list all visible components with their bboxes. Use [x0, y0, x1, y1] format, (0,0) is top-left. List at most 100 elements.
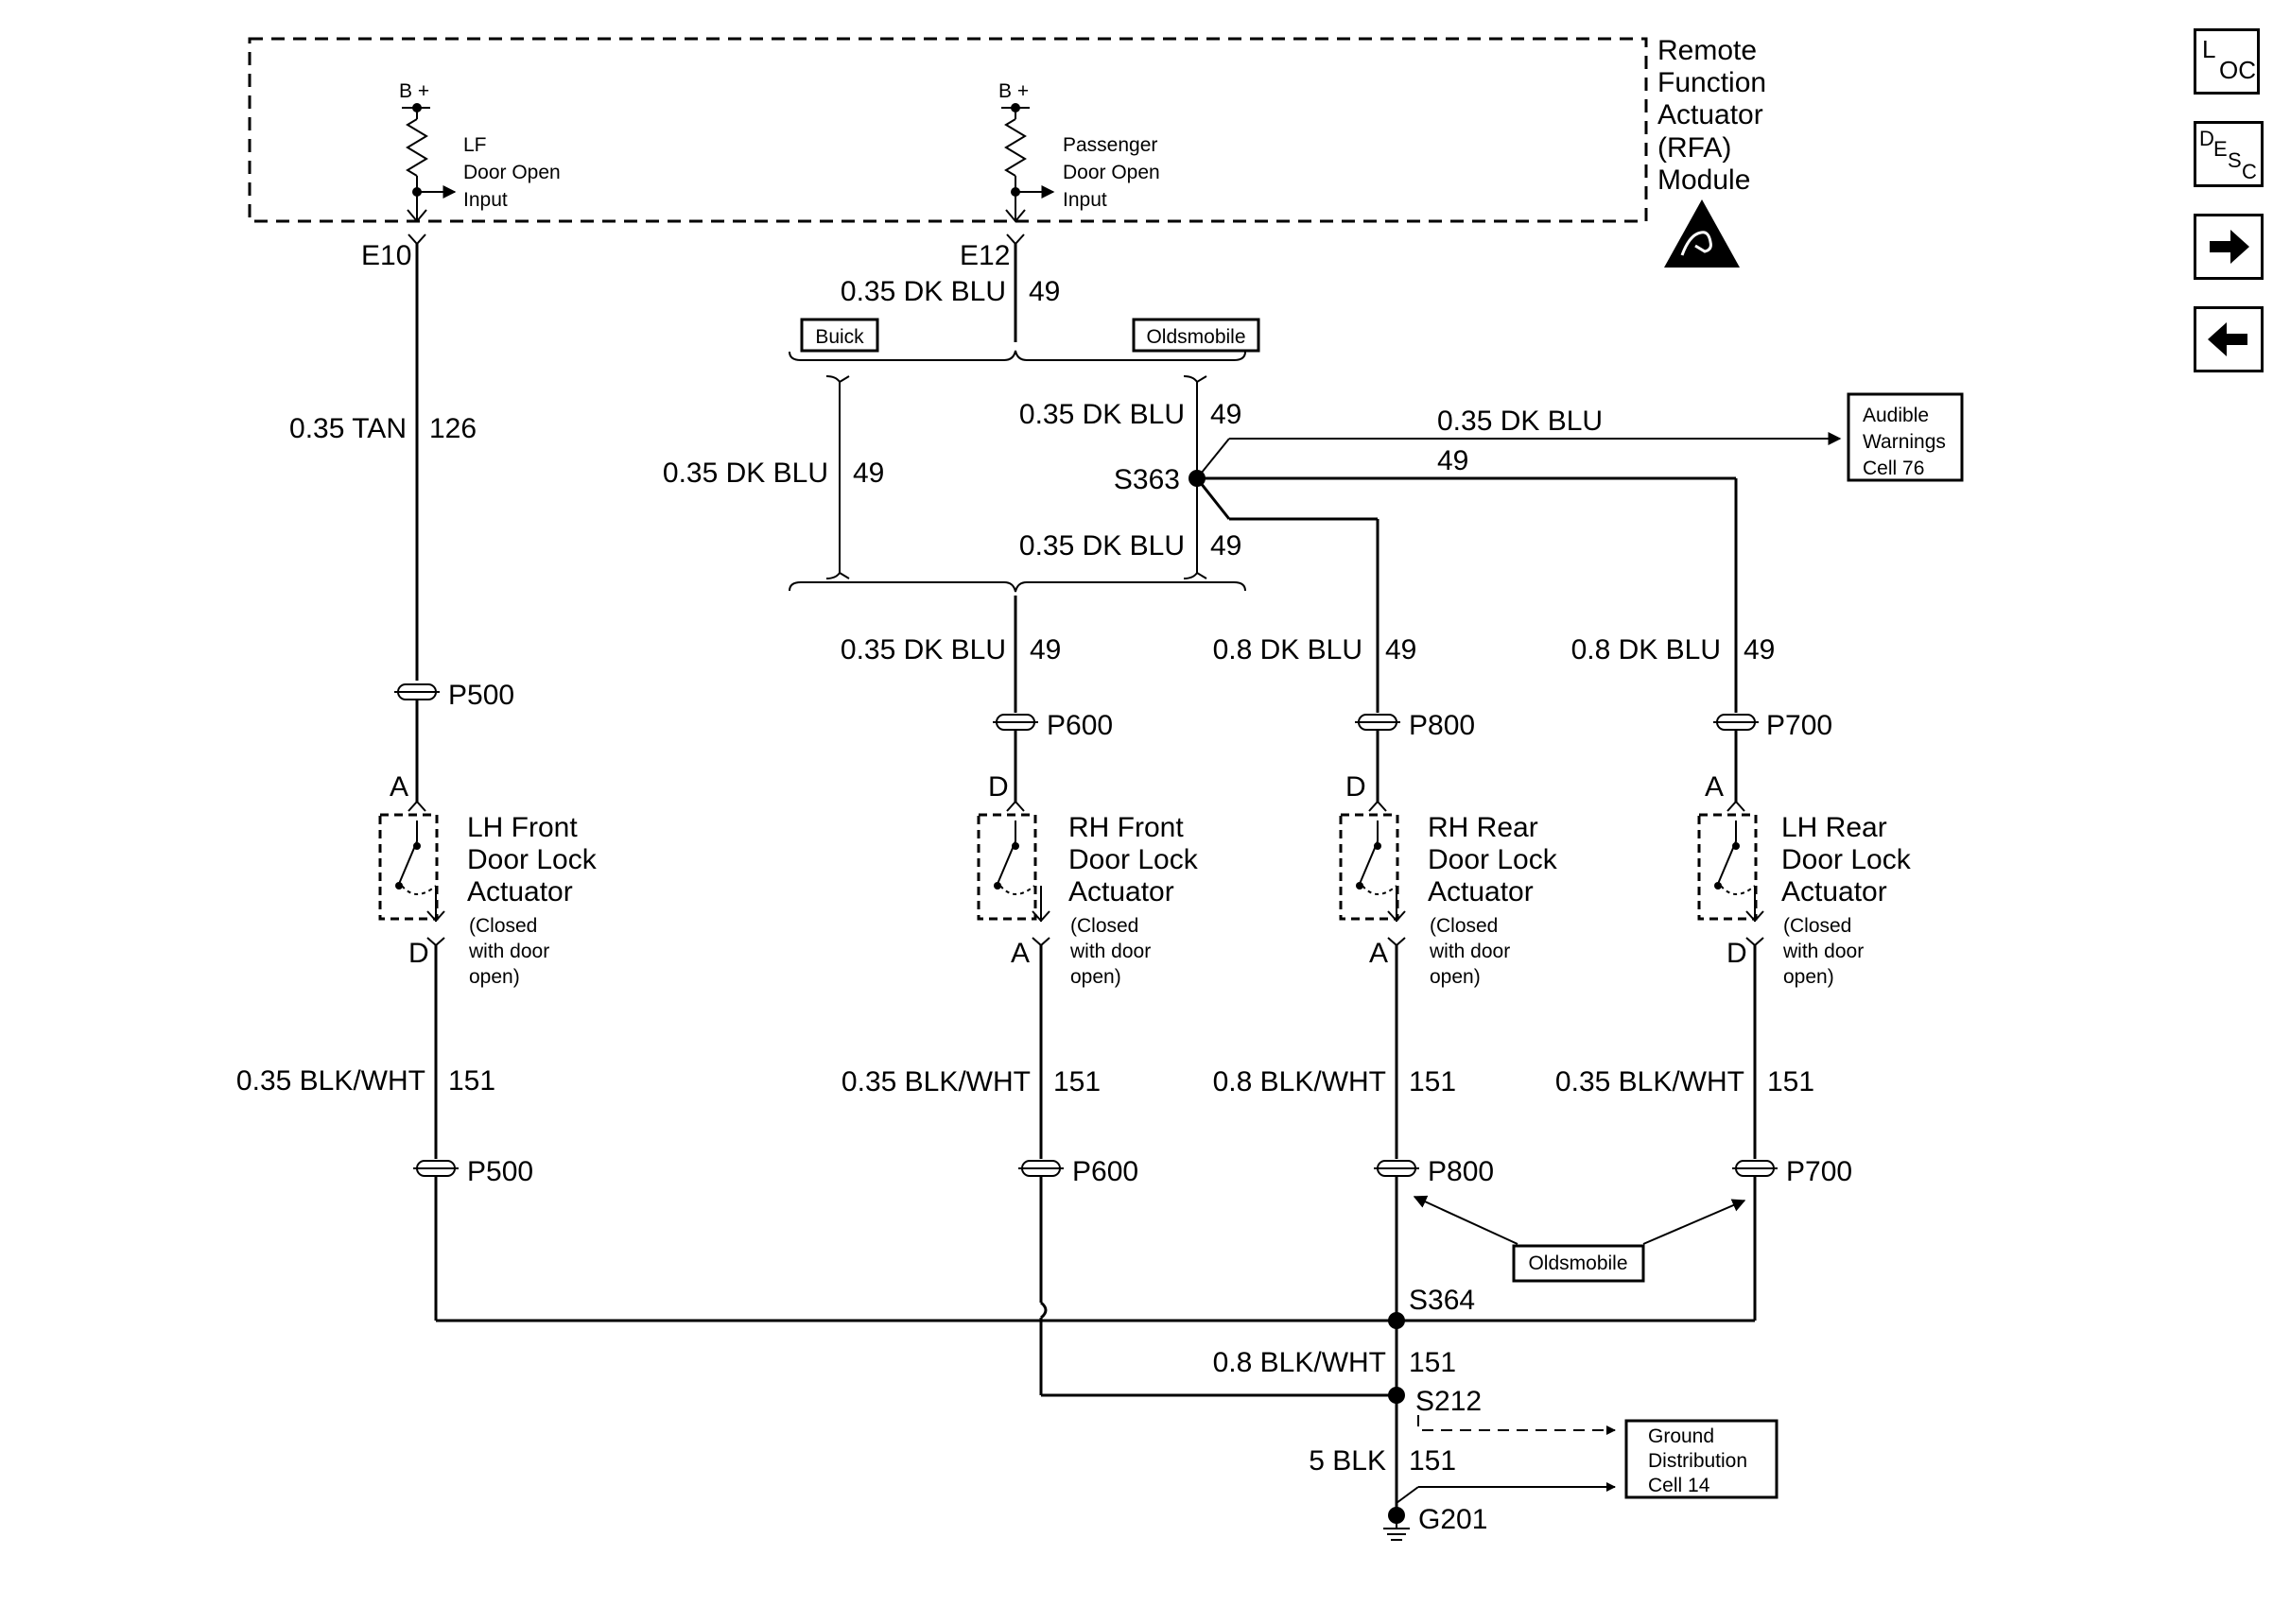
module-title: Remote Function Actuator (RFA) Module [1657, 35, 1774, 196]
loc-button-label: L [2202, 35, 2216, 63]
passenger-door-open-input: B + Passenger Door Open Input [998, 80, 1160, 223]
ground-distribution-ref[interactable] [1624, 1419, 1778, 1499]
wire-label: 0.35 TAN [289, 413, 407, 444]
option-bottom-bracket [789, 581, 1246, 593]
connector-p500-lower [413, 1160, 459, 1177]
lf-circuit: E10 0.35 TAN 126 P500 [289, 233, 514, 802]
actuator-lh-rear: A LH Rear Door Lock Actuator (Closed wit… [1697, 771, 1912, 988]
ground-g201-icon [1383, 1507, 1410, 1541]
wire-label: 0.8 BLK/WHT [1213, 1066, 1386, 1097]
splice-s212-dot [1388, 1387, 1405, 1404]
arrow-left-icon [2208, 322, 2247, 356]
circuit-number: 49 [1210, 530, 1241, 561]
wire-label: 0.35 DK BLU [663, 458, 828, 489]
lf-door-open-input: B + LF Door Open Input [399, 80, 561, 223]
loc-button-sub: OC [2219, 56, 2256, 84]
connector-label: P700 [1786, 1156, 1852, 1187]
wire-label: 0.8 BLK/WHT [1213, 1347, 1386, 1378]
pin-label: A [1369, 938, 1388, 969]
next-page-button[interactable] [2194, 214, 2264, 280]
wire-label: 0.35 BLK/WHT [842, 1066, 1031, 1097]
actuator-housing [1697, 813, 1758, 921]
desc-c: C [2242, 160, 2257, 183]
actuator-rh-front: D RH Front Door Lock Actuator (Closed wi… [977, 771, 1206, 988]
circuit-number: 49 [853, 458, 884, 489]
circuit-number: 151 [1053, 1066, 1101, 1097]
ground-circuits: 0.35 BLK/WHT 151 P500 0.35 BLK/WHT 151 P… [236, 937, 1852, 1541]
circuit-number: 49 [1029, 276, 1060, 307]
circuit-number: 49 [1744, 634, 1775, 665]
circuit-number: 49 [1030, 634, 1061, 665]
option-oldsmobile-lower-box [1512, 1244, 1645, 1283]
circuit-number: 151 [1409, 1445, 1456, 1477]
pin-e10: E10 [361, 240, 411, 271]
passenger-circuit: E12 0.35 DK BLU 49 Buick Oldsmobile 0.35… [663, 233, 1964, 713]
circuit-number: 151 [1409, 1347, 1456, 1378]
wire-label: 0.8 DK BLU [1571, 634, 1721, 665]
option-oldsmobile: Oldsmobile [1146, 326, 1245, 348]
connector-label: P700 [1766, 710, 1832, 741]
passenger-supply-label: B + [998, 80, 1029, 102]
wire-label: 0.35 DK BLU [841, 276, 1006, 307]
splice-s364: S364 [1409, 1285, 1475, 1316]
actuator-lh-front: A LH Front Door Lock Actuator (Closed wi… [378, 771, 598, 988]
actuator-housing [1339, 813, 1399, 921]
ground-g201-label: G201 [1418, 1504, 1487, 1535]
wire-label: 5 BLK [1309, 1445, 1386, 1477]
loc-button[interactable]: L OC [2194, 28, 2260, 95]
option-top-bracket [789, 350, 1246, 361]
door-switch-icon [398, 821, 418, 885]
actuator-housing [378, 813, 439, 921]
wire-label: 0.8 DK BLU [1213, 634, 1362, 665]
circuit-number: 49 [1437, 445, 1468, 476]
connector-p700-lower [1732, 1160, 1778, 1177]
lf-supply-label: B + [399, 80, 429, 102]
wire-label: 0.35 DK BLU [1437, 406, 1603, 437]
module-boundary [248, 37, 1648, 223]
connector-p500-upper [394, 683, 440, 700]
circuit-number: 49 [1210, 399, 1241, 430]
pin-label: D [1345, 771, 1366, 803]
pin-label: D [408, 938, 429, 969]
circuit-number: 49 [1385, 634, 1416, 665]
circuit-number: 126 [429, 413, 477, 444]
connector-p600-upper [993, 714, 1038, 731]
audible-warnings-label: Audible Warnings Cell 76 [1863, 405, 1952, 479]
pullup-resistor-icon [1004, 118, 1027, 177]
door-switch-icon [997, 821, 1016, 885]
desc-button[interactable]: D E S C [2194, 121, 2264, 187]
option-buick-box [800, 318, 879, 353]
connector-p700-upper [1713, 714, 1759, 731]
option-oldsmobile-lower: Oldsmobile [1528, 1253, 1627, 1274]
door-switch-icon [1359, 821, 1379, 885]
actuator-housing [977, 813, 1037, 921]
wire-label: 0.35 DK BLU [1019, 530, 1185, 561]
connector-p800-lower [1374, 1160, 1419, 1177]
pin-label: A [1011, 938, 1030, 969]
pin-label: A [1705, 771, 1724, 803]
actuator-note: (Closed with door open) [1782, 915, 1869, 988]
pin-e12: E12 [960, 240, 1010, 271]
door-switch-icon [1717, 821, 1737, 885]
connector-label: P800 [1428, 1156, 1494, 1187]
ground-distribution-label: Ground Distribution Cell 14 [1648, 1425, 1753, 1496]
audible-warnings-ref[interactable] [1847, 392, 1964, 482]
actuator-name: RH Rear Door Lock Actuator [1428, 812, 1565, 907]
connector-label: P500 [448, 680, 514, 711]
splice-s212: S212 [1415, 1386, 1482, 1417]
previous-page-button[interactable] [2194, 306, 2264, 372]
wire-label: 0.35 BLK/WHT [236, 1065, 425, 1097]
connector-label: P600 [1072, 1156, 1138, 1187]
wire-label: 0.35 BLK/WHT [1555, 1066, 1744, 1097]
connector-label: P500 [467, 1156, 533, 1187]
circuit-number: 151 [1409, 1066, 1456, 1097]
actuator-name: RH Front Door Lock Actuator [1068, 812, 1206, 907]
upper-connectors: P600 P800 P700 [993, 710, 1832, 802]
option-oldsmobile-box [1132, 318, 1260, 353]
circuit-number: 151 [1767, 1066, 1814, 1097]
connector-p800-upper [1355, 714, 1400, 731]
pin-label: D [1726, 938, 1747, 969]
arrow-right-icon [2210, 230, 2249, 264]
pullup-resistor-icon [406, 118, 428, 177]
